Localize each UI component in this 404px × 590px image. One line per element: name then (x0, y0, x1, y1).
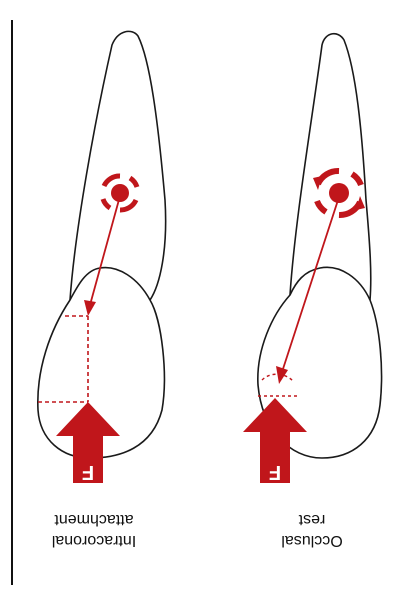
label-intracoronal-line1: Intracoronal (52, 532, 137, 549)
label-intracoronal: Intracoronal attachment (52, 511, 137, 549)
rotation-center-left (103, 176, 137, 210)
tooth-root-right (290, 34, 371, 300)
attachment-box (38, 316, 88, 402)
label-occlusal-line1: Occlusal (281, 532, 342, 549)
force-vector-right-head (276, 366, 288, 384)
tooth-root-left (70, 31, 166, 300)
force-arrow-left: F (56, 402, 120, 483)
label-intracoronal-line2: attachment (54, 511, 134, 528)
force-vector-left-head (84, 300, 96, 316)
force-vector-left (90, 196, 120, 305)
panel-intracoronal: F Intracoronal attachment (38, 31, 166, 549)
label-occlusal-line2: rest (298, 511, 325, 528)
force-letter-left: F (82, 461, 94, 483)
label-occlusal: Occlusal rest (281, 511, 342, 549)
rotation-center-right (313, 171, 365, 215)
force-letter-right: F (269, 461, 281, 483)
force-arrow-right: F (243, 398, 307, 483)
panel-occlusal: F Occlusal rest (243, 34, 382, 549)
